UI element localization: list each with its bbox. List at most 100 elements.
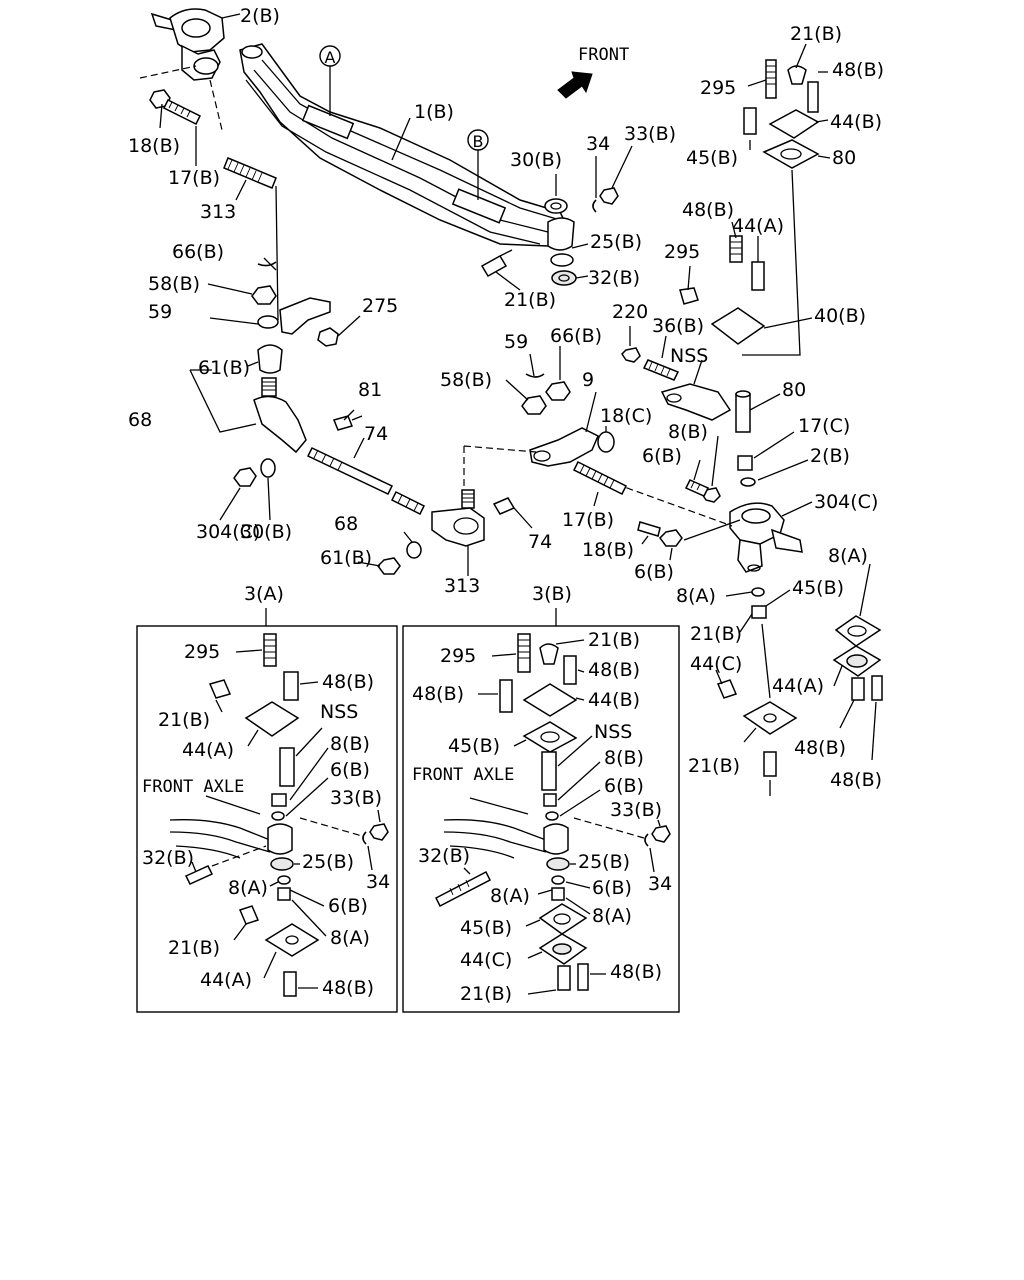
callout-48b-lower-right: 48(B) <box>830 769 882 791</box>
inset-3a-25b: 25(B) <box>302 851 354 873</box>
nut-66b-drawing <box>251 285 277 305</box>
kingpin-313-drawing <box>223 157 277 189</box>
arm-36b-drawing <box>660 383 732 421</box>
section-marker-b-label: B <box>473 132 484 151</box>
callout-59-center: 66(B) <box>550 325 602 347</box>
inset-3b-295: 295 <box>440 645 476 667</box>
callout-48b-top-left: 45(B) <box>686 147 738 169</box>
callout-68-right: 74 <box>528 531 552 553</box>
inset-3b-45b-bottom: 45(B) <box>460 917 512 939</box>
inset-3b-32b: 32(B) <box>418 845 470 867</box>
tie-rod-end-right-drawing <box>431 489 485 547</box>
callout-2b-top: 2(B) <box>240 5 280 27</box>
callout-21b-top: 21(B) <box>790 23 842 45</box>
axle-beam-drawing <box>239 43 574 247</box>
callout-17b-top: 17(B) <box>168 167 220 189</box>
knuckle-right-drawing <box>729 502 803 573</box>
inset-3a-21b-bottom: 21(B) <box>168 937 220 959</box>
steering-arm-center-drawing <box>529 427 599 467</box>
inset-3b-parts-drawing <box>434 633 671 991</box>
inset-3a-nss: NSS <box>320 701 358 723</box>
callout-275: 61(B) <box>198 357 250 379</box>
callout-44b-top: 44(B) <box>830 111 882 133</box>
inset-3b-6b-top: 6(B) <box>604 775 644 797</box>
callout-34-top: 34 <box>586 133 610 155</box>
callout-18b-lower: 6(B) <box>634 561 674 583</box>
inset-3a-title: 3(A) <box>244 583 284 605</box>
inset-3a-48b-bottom: 48(B) <box>322 977 374 999</box>
inset-3b-25b: 25(B) <box>578 851 630 873</box>
front-label: FRONT <box>578 45 629 65</box>
callout-21b-lower-left: 44(C) <box>690 653 742 675</box>
washer-9-drawing <box>597 431 615 453</box>
inset-3a-44a-bottom: 44(A) <box>200 969 252 991</box>
section-marker-a-label: A <box>325 48 336 67</box>
inset-3a-6b-top: 6(B) <box>330 759 370 781</box>
callout-220: 36(B) <box>652 315 704 337</box>
callout-8a-right-top: 45(B) <box>792 577 844 599</box>
callout-45b-lower: 8(A) <box>828 545 868 567</box>
inset-3a-8b: 8(B) <box>330 733 370 755</box>
callout-66b-left: 58(B) <box>148 273 200 295</box>
inset-3a-44a-top: 44(A) <box>182 739 234 761</box>
callout-1b: 1(B) <box>414 101 454 123</box>
bolt-32b-drawing <box>480 249 513 278</box>
callout-6b-right: 2(B) <box>810 445 850 467</box>
inset-3a-6b-bottom: 6(B) <box>328 895 368 917</box>
callout-80-left: 66(B) <box>172 241 224 263</box>
inset-3b-45b-top: 45(B) <box>448 735 500 757</box>
nut-40b-drawing <box>621 347 641 363</box>
axle-boss-drawing <box>547 217 577 286</box>
callout-313-center: 17(B) <box>562 509 614 531</box>
knuckle-left-drawing <box>150 8 225 81</box>
callout-30b-mid: 25(B) <box>590 231 642 253</box>
callout-8b-right: 17(C) <box>798 415 850 437</box>
main-callouts: 2(B) 18(B) 17(B) 313 1(B) 30(B) 34 33(B)… <box>128 5 884 796</box>
pin-nss-right-drawing <box>735 390 756 487</box>
stud-17c-drawing <box>684 479 710 497</box>
front-arrow-icon <box>557 71 593 99</box>
washer-30b-drawing <box>544 198 568 214</box>
boot-275-drawing <box>257 344 283 374</box>
callout-295-top: 295 <box>700 77 736 99</box>
inset-3b-nss: NSS <box>594 721 632 743</box>
callout-48b-top-right: 48(B) <box>832 59 884 81</box>
stud-17b-lower-drawing <box>637 521 661 537</box>
callout-33b-top: 33(B) <box>624 123 676 145</box>
callout-18c: 8(B) <box>668 421 708 443</box>
callout-81: 74 <box>364 423 388 445</box>
tie-rod-end-left-drawing <box>253 377 307 454</box>
callout-8a-right-mid: 21(B) <box>690 623 742 645</box>
inset-3b-8a-top: 8(A) <box>490 885 530 907</box>
inset-3a: 3(A) <box>136 583 398 1013</box>
callout-44a-mid: 40(B) <box>814 305 866 327</box>
inset-3a-8a-top: 8(A) <box>228 877 268 899</box>
callout-40b: 220 <box>612 301 648 323</box>
nut-74-right-drawing <box>377 557 401 575</box>
callout-80-center: 59 <box>504 331 528 353</box>
callout-74-left: 304(C) <box>196 521 260 543</box>
callout-32b-top: 21(B) <box>504 289 556 311</box>
inset-3a-axle-label: FRONT AXLE <box>142 777 244 797</box>
steering-arm-upper-drawing <box>257 297 339 347</box>
callout-21b-lower-right: 48(B) <box>794 737 846 759</box>
callout-9: 18(C) <box>600 405 652 427</box>
callout-58b-center: 9 <box>582 369 594 391</box>
kingpin-cap-lower-drawing <box>716 587 883 777</box>
bolt-220-drawing <box>642 359 680 381</box>
callout-304c-right: 68 <box>334 513 358 535</box>
callout-17c: 6(B) <box>642 445 682 467</box>
inset-3b-33b: 33(B) <box>610 799 662 821</box>
inset-3b-8a-bottom: 8(A) <box>592 905 632 927</box>
washer-304c-left-drawing <box>260 458 276 478</box>
callout-304c-left: 30(B) <box>240 521 292 543</box>
nut-66b-center-drawing <box>521 395 547 415</box>
nut-33b-drawing <box>599 187 619 205</box>
callout-313-top: 313 <box>200 201 236 223</box>
kingpin-cap-upper-drawing <box>743 59 820 169</box>
washer-304c-right-drawing <box>406 541 422 559</box>
cotter-pin-80-drawing <box>257 261 277 267</box>
callout-68-left: 81 <box>358 379 382 401</box>
inset-3b-21b-bottom: 21(B) <box>460 983 512 1005</box>
